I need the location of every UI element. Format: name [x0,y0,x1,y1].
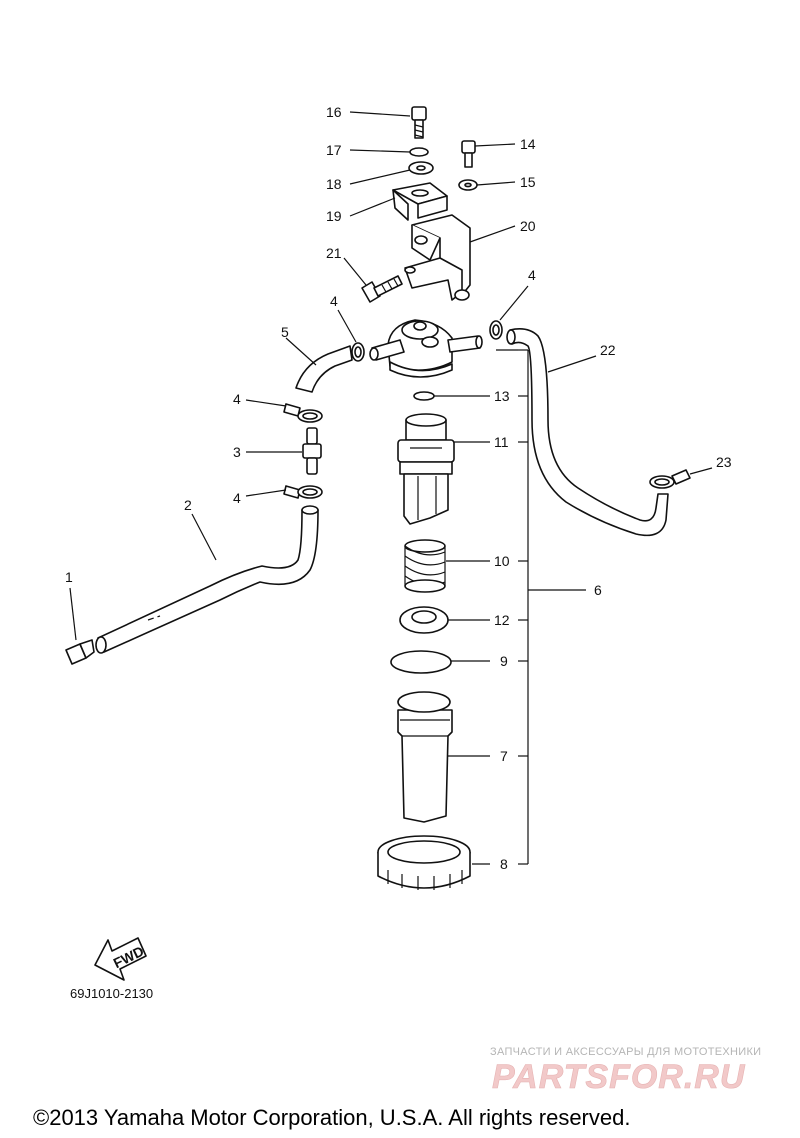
part-18-washer [408,161,434,175]
callout-9: 9 [500,653,508,669]
fwd-arrow-icon: FWD [94,937,147,981]
callout-7: 7 [500,748,508,764]
callout-4-a: 4 [233,391,241,407]
part-9-o-ring [390,650,452,674]
part-13-o-ring [413,391,435,401]
callout-14: 14 [520,136,536,152]
part-11-filter-element [397,413,455,525]
part-7-cup [397,691,453,823]
callout-13: 13 [494,388,510,404]
callout-4-c: 4 [330,293,338,309]
callout-4-d: 4 [528,267,536,283]
part-1-plug [65,639,95,665]
part-19-plate [392,182,448,221]
part-4-clamp-right [489,320,503,340]
callout-18: 18 [326,176,342,192]
part-3-joint [302,427,322,475]
part-23-clamp [649,469,691,489]
part-17-lock-washer [409,147,429,157]
callout-15: 15 [520,174,536,190]
leader-lines [69,111,713,865]
callout-17: 17 [326,142,342,158]
part-10-spring [404,539,446,593]
part-5-hose [295,345,353,393]
part-4-clamp-upper [283,403,323,423]
part-15-washer [458,179,478,191]
callout-23: 23 [716,454,732,470]
diagram-code: 69J1010-2130 [70,986,153,1001]
part-4-clamp-lower [283,485,323,499]
part-22-hose [506,328,669,537]
watermark-brand: PARTSFOR.RU [492,1058,746,1096]
callout-20: 20 [520,218,536,234]
filter-head [369,319,483,378]
callout-16: 16 [326,104,342,120]
callout-21: 21 [326,245,342,261]
callout-8: 8 [500,856,508,872]
part-14-bolt [461,140,476,168]
callout-3: 3 [233,444,241,460]
copyright-notice: ©2013 Yamaha Motor Corporation, U.S.A. A… [33,1105,630,1130]
callout-10: 10 [494,553,510,569]
part-20-bracket [404,214,471,301]
watermark-tagline: ЗАПЧАСТИ И АКСЕССУАРЫ ДЛЯ МОТОТЕХНИКИ [490,1046,761,1058]
part-8-ring-nut [377,835,471,890]
callout-4-b: 4 [233,490,241,506]
part-16-bolt [411,106,427,139]
fwd-label: FWD [111,943,147,971]
callout-2: 2 [184,497,192,513]
part-2-hose [95,505,319,654]
callout-22: 22 [600,342,616,358]
callouts: 1 2 3 4 4 4 4 5 6 7 8 9 10 11 12 13 14 1… [65,104,732,872]
part-21-bolt [361,275,403,303]
callout-12: 12 [494,612,510,628]
callout-1: 1 [65,569,73,585]
part-12-seal [399,606,449,634]
callout-5: 5 [281,324,289,340]
callout-19: 19 [326,208,342,224]
callout-6: 6 [594,582,602,598]
callout-11: 11 [494,434,509,450]
part-4-clamp-left [351,342,365,362]
